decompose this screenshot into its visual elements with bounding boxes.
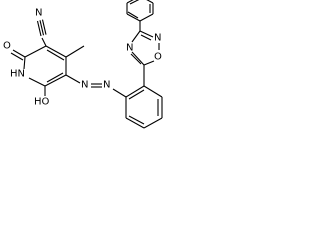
oxadiazole-n-top-label: N <box>154 33 161 44</box>
atom-labels: N O HN HO N N N N O <box>3 8 162 108</box>
phenyl-bond-1-inner <box>127 11 139 19</box>
benzene-bond-6-inner <box>128 89 145 100</box>
carbonyl-bond-a <box>12 49 26 58</box>
bonds <box>10 0 163 129</box>
phenyl-bond-6 <box>139 13 154 22</box>
ring-bond-n1-c6 <box>28 77 46 87</box>
oxadiazole-bond-c5-n4 <box>131 51 145 66</box>
ring-nh-label: HN <box>10 69 25 80</box>
nitrile-triple-bond-b <box>39 20 45 36</box>
benzene-bond-6 <box>125 85 145 98</box>
azo-n1-label: N <box>81 80 88 91</box>
oxadiazole-n-bottom-label: N <box>126 43 133 54</box>
phenyl-bond-3-inner <box>129 0 140 5</box>
ring-bond-c2-n1 <box>23 56 26 70</box>
ring-bond-c6-c5-inner <box>46 72 64 83</box>
oxadiazole-bond-n4-c3 <box>131 30 141 43</box>
phenyl-bond-1 <box>126 13 141 22</box>
ring-oxo-o-label: O <box>3 41 11 52</box>
oxadiazole-bond-o1-c5 <box>143 60 155 66</box>
benzene-bond-3 <box>143 117 163 129</box>
oxadiazole-bond-c5-n4-inner <box>130 53 142 65</box>
oxadiazole-bond-c3-n2 <box>139 30 154 38</box>
azo-n2-label: N <box>103 80 110 91</box>
benzene-bond-2 <box>125 117 145 129</box>
carbonyl-bond-b <box>10 52 24 61</box>
ring-bond-c3-c4 <box>45 45 67 58</box>
methyl-bond <box>65 45 85 58</box>
nitrile-triple-bond-a <box>36 20 42 37</box>
azo-bond-benzene <box>112 88 127 98</box>
ring-bond-c3-c2 <box>24 45 47 58</box>
oxadiazole-o-label: O <box>154 52 162 63</box>
phenyl-bond-3 <box>126 0 134 4</box>
azo-bond-ring <box>65 74 81 84</box>
nitrile-triple-bond-c <box>41 19 47 35</box>
benzene-bond-5 <box>143 85 163 98</box>
nitrile-to-ring-bond <box>41 37 47 47</box>
oxadiazole-bond-c3-n2-inner <box>140 34 152 41</box>
benzene-bond-2-inner <box>128 115 145 125</box>
nitrile-n-label: N <box>35 8 42 19</box>
phenyl-bond-4 <box>146 0 154 4</box>
hydroxy-oh-label: HO <box>34 97 50 108</box>
ring-bond-c6-c5 <box>44 74 67 87</box>
ring-bond-c3-c4-inner <box>46 49 65 61</box>
chemical-structure: N O HN HO N N N N O <box>3 0 163 129</box>
